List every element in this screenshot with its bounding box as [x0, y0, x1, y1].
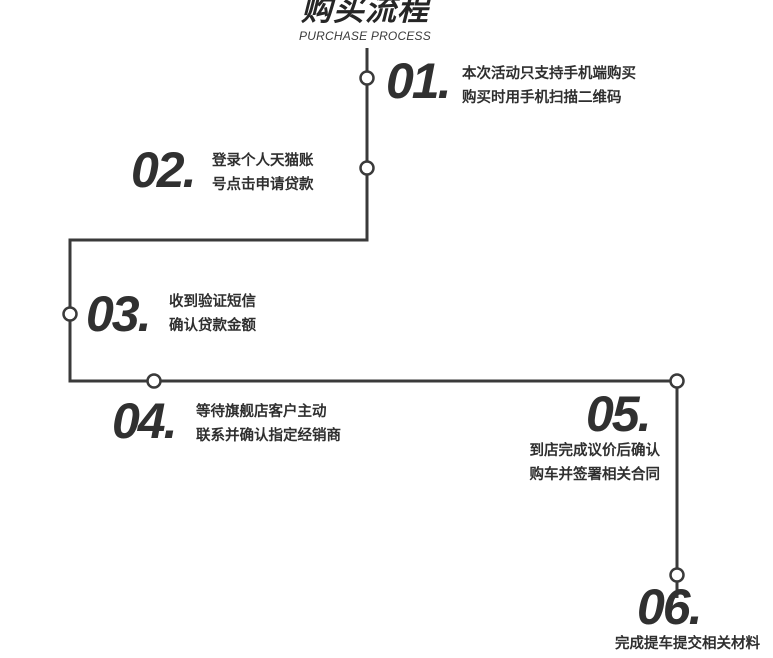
step-number-02: 02.	[131, 142, 197, 198]
step-number-06: 06.	[637, 579, 703, 635]
step-description-03: 收到验证短信 确认贷款金额	[169, 290, 256, 338]
step-01-line-1: 本次活动只支持手机端购买	[462, 66, 636, 82]
step-05-line-2: 购车并签署相关合同	[529, 467, 661, 483]
step-description-06: 完成提车提交相关材料	[560, 632, 760, 656]
step-03-line-2: 确认贷款金额	[169, 318, 256, 334]
step-number-03: 03.	[86, 286, 152, 342]
step-node-03	[62, 306, 78, 322]
step-node-02	[359, 160, 375, 176]
process-connector-line	[68, 48, 679, 598]
step-02-line-2: 号点击申请贷款	[212, 177, 314, 193]
step-06-line-1: 完成提车提交相关材料	[615, 636, 760, 652]
step-description-05: 到店完成议价后确认 购车并签署相关合同	[478, 439, 661, 487]
step-description-01: 本次活动只支持手机端购买 购买时用手机扫描二维码	[462, 62, 636, 110]
step-node-04	[146, 373, 162, 389]
step-node-05	[669, 373, 685, 389]
page-title: 购买流程	[301, 0, 429, 28]
step-04-line-1: 等待旗舰店客户主动	[196, 404, 327, 420]
step-node-06	[669, 567, 685, 583]
step-description-02: 登录个人天猫账 号点击申请贷款	[212, 149, 314, 197]
step-number-05: 05.	[586, 386, 652, 442]
step-03-line-1: 收到验证短信	[169, 294, 256, 310]
step-02-line-1: 登录个人天猫账	[212, 153, 314, 169]
step-05-line-1: 到店完成议价后确认	[529, 443, 661, 459]
step-node-01	[359, 70, 375, 86]
step-description-04: 等待旗舰店客户主动 联系并确认指定经销商	[196, 400, 341, 448]
page-subtitle: PURCHASE PROCESS	[299, 29, 431, 43]
step-04-line-2: 联系并确认指定经销商	[196, 428, 341, 444]
step-number-01: 01.	[386, 53, 452, 109]
step-01-line-2: 购买时用手机扫描二维码	[462, 90, 622, 106]
step-number-04: 04.	[112, 393, 178, 449]
